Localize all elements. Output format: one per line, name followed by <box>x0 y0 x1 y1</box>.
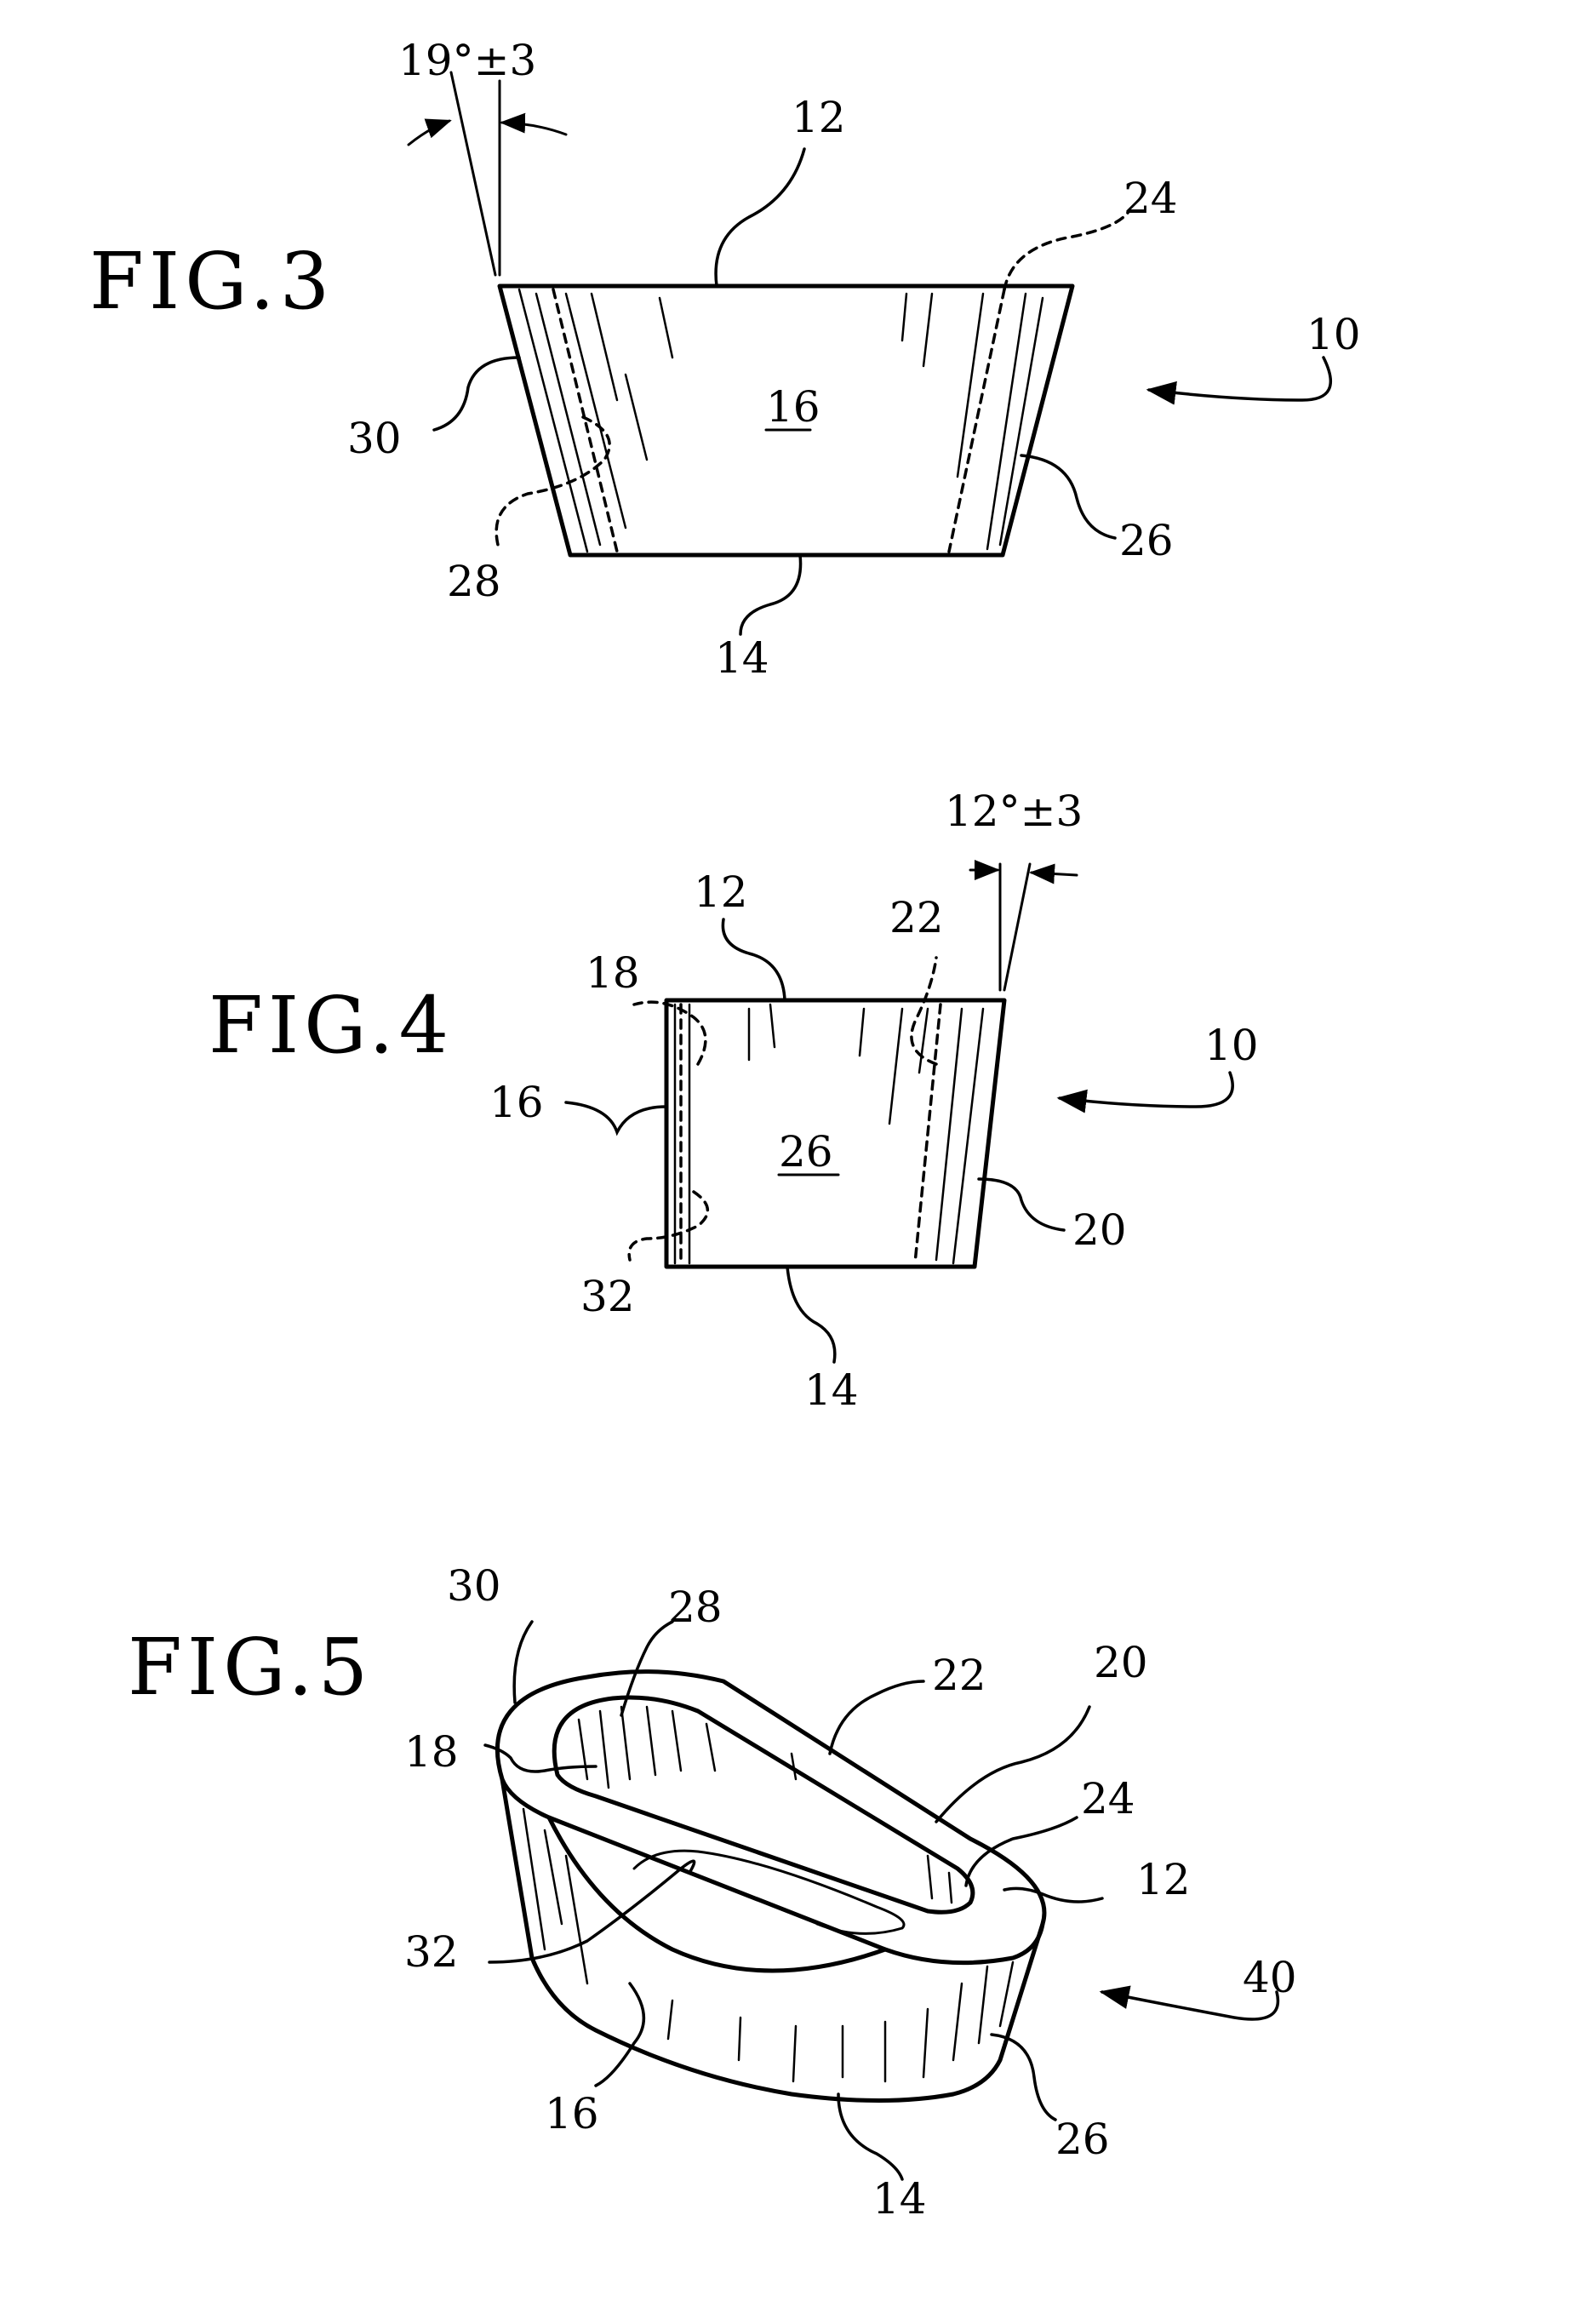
figure-3-leader-14 <box>740 555 801 634</box>
figure-5-ref-30: 30 <box>447 1561 501 1611</box>
figure-5: FIG.5 <box>128 1561 1297 2224</box>
figure-3-angle-label: 19°±3 <box>398 36 536 85</box>
figure-3-ref-26: 26 <box>1119 516 1174 565</box>
figure-4-body <box>666 1000 1004 1267</box>
figure-3-leader-30 <box>434 358 519 430</box>
figure-5-ref-12: 12 <box>1136 1855 1191 1904</box>
figure-5-leader-22 <box>830 1681 923 1754</box>
figure-5-ref-32: 32 <box>404 1927 459 1977</box>
figure-3-arrow-10 <box>1149 358 1330 400</box>
figure-3-leader-24 <box>1004 213 1128 289</box>
figure-4-leader-20 <box>979 1179 1064 1230</box>
figure-4-angle-annotation: 12°±3 <box>945 787 1083 990</box>
figure-4-ref-10: 10 <box>1204 1021 1259 1070</box>
figure-3-ref-28: 28 <box>447 557 501 606</box>
figure-4-ref-32: 32 <box>580 1272 635 1321</box>
figure-5-leader-12 <box>1004 1888 1102 1902</box>
figure-4-ref-14: 14 <box>804 1365 859 1415</box>
figure-4-ref-12: 12 <box>694 867 748 917</box>
figure-4: FIG.4 12°±3 26 12 <box>209 787 1259 1415</box>
figure-3-face-label: 16 <box>766 382 820 432</box>
figure-5-leader-18 <box>485 1745 596 1772</box>
figure-4-angle-label: 12°±3 <box>945 787 1083 836</box>
figure-5-leader-24 <box>966 1817 1077 1886</box>
figure-5-ref-18: 18 <box>404 1727 459 1777</box>
figure-5-leader-26 <box>992 2035 1055 2120</box>
figure-3-ref-12: 12 <box>792 93 846 142</box>
figure-5-ref-28: 28 <box>668 1583 723 1632</box>
figure-3-title: FIG.3 <box>89 236 334 327</box>
figure-5-leader-14 <box>838 2094 902 2179</box>
figure-4-ref-16: 16 <box>489 1078 544 1127</box>
figure-3-ref-30: 30 <box>347 414 402 463</box>
figure-5-ref-20: 20 <box>1094 1638 1148 1687</box>
figure-5-leader-30 <box>514 1622 532 1703</box>
figure-3-ref-14: 14 <box>715 633 769 683</box>
figure-3-leader-26 <box>1021 455 1115 538</box>
figure-3-ref-24: 24 <box>1123 174 1178 223</box>
figure-4-ref-20: 20 <box>1072 1205 1127 1255</box>
figure-5-leader-20 <box>936 1707 1089 1822</box>
figure-3-leader-12 <box>716 149 804 286</box>
figure-5-ref-14: 14 <box>872 2174 927 2224</box>
figure-5-body <box>497 1672 1044 2101</box>
figure-4-leader-12 <box>723 919 785 1000</box>
figure-4-arrow-10 <box>1060 1073 1232 1107</box>
figure-4-leader-18 <box>634 1002 706 1064</box>
figure-5-ref-16: 16 <box>545 2089 599 2138</box>
figure-5-ref-40: 40 <box>1243 1953 1297 2002</box>
figure-4-ref-18: 18 <box>586 948 640 998</box>
figure-5-ref-26: 26 <box>1055 2115 1110 2164</box>
figure-4-leader-16 <box>566 1102 666 1132</box>
figure-5-ref-24: 24 <box>1081 1774 1135 1823</box>
figure-3-angle-annotation: 19°±3 <box>398 36 566 275</box>
figure-5-title: FIG.5 <box>128 1622 373 1713</box>
figure-3-ref-10: 10 <box>1306 310 1361 359</box>
figure-4-face-label: 26 <box>779 1127 833 1176</box>
figure-5-ref-22: 22 <box>932 1651 986 1700</box>
figure-3: FIG.3 19°±3 16 <box>89 36 1361 683</box>
figure-4-leader-14 <box>787 1267 835 1362</box>
figure-4-title: FIG.4 <box>209 980 454 1071</box>
figure-4-ref-22: 22 <box>889 893 944 942</box>
figure-4-leader-22 <box>912 958 936 1064</box>
